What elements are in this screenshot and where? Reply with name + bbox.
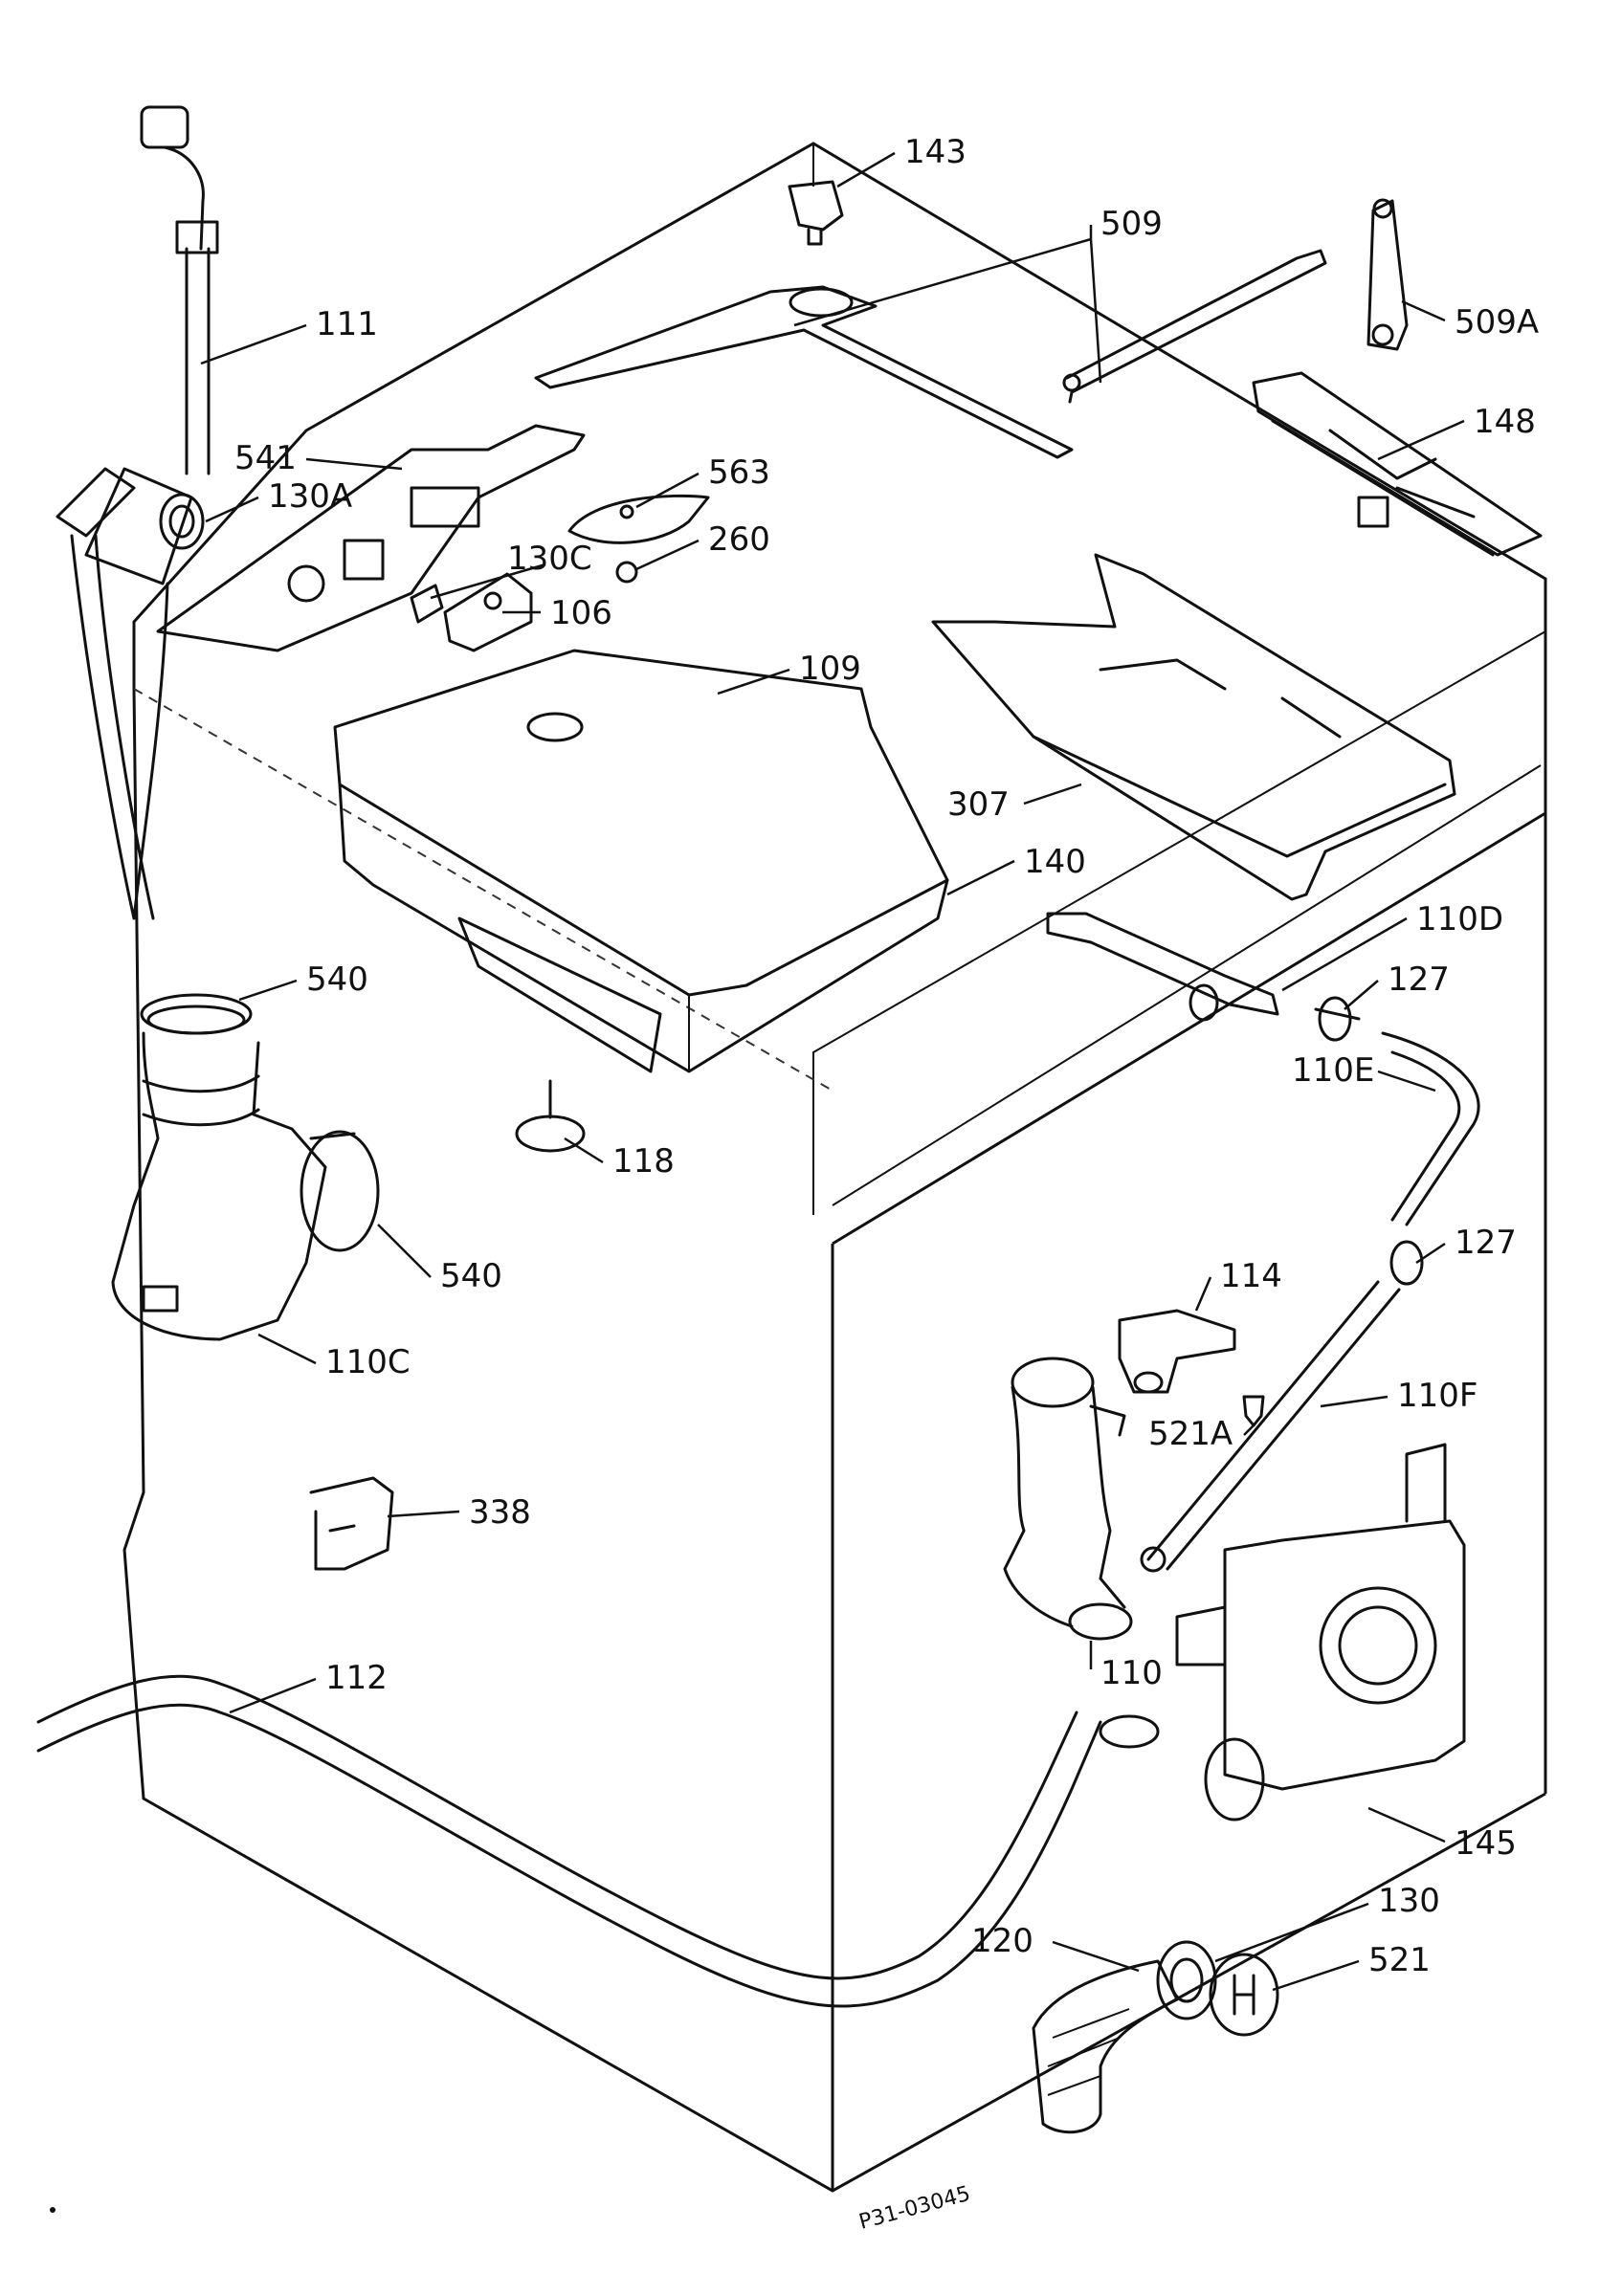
part-120-filter xyxy=(1032,1959,1179,2134)
callout-110: 110 xyxy=(1100,1654,1163,1692)
part-509a-link xyxy=(1366,198,1409,351)
part-143-knob xyxy=(788,180,844,246)
callout-260: 260 xyxy=(708,520,770,559)
callout-labels: 143 509 509A 111 148 541 130A 563 260 13… xyxy=(234,133,1539,1979)
callout-130a: 130A xyxy=(268,477,352,516)
part-563-cam xyxy=(567,494,710,544)
part-106-micro-switch xyxy=(443,572,533,652)
callout-111: 111 xyxy=(316,305,378,343)
callout-109: 109 xyxy=(799,650,861,688)
part-110f-hose xyxy=(1140,1280,1401,1573)
part-110c-bellows xyxy=(111,1031,380,1341)
part-110e-corrugated-hose xyxy=(1381,1031,1480,1226)
callout-140: 140 xyxy=(1024,843,1086,881)
cabinet-outline xyxy=(122,142,1547,2193)
callout-110e: 110E xyxy=(1292,1051,1374,1090)
part-338-clip xyxy=(309,1476,394,1571)
callout-127-upper: 127 xyxy=(1388,960,1450,999)
callout-110d: 110D xyxy=(1416,900,1503,938)
part-130c-spring xyxy=(410,584,444,624)
callout-110f: 110F xyxy=(1397,1377,1478,1415)
callout-127-lower: 127 xyxy=(1455,1224,1517,1262)
callout-148: 148 xyxy=(1474,403,1536,441)
part-307-dispenser-drawer xyxy=(931,553,1456,901)
callout-540-clamp: 540 xyxy=(306,960,368,999)
callout-118: 118 xyxy=(612,1142,675,1181)
part-130-seal xyxy=(1156,1940,1217,2020)
part-509-rod xyxy=(1062,249,1327,404)
callout-307: 307 xyxy=(947,785,1010,824)
part-521-cap xyxy=(1209,1953,1279,2037)
callout-338: 338 xyxy=(469,1493,531,1532)
part-110-sump-hose xyxy=(1003,1357,1133,1641)
part-118-gear xyxy=(515,1079,586,1153)
callout-110c: 110C xyxy=(325,1343,411,1381)
corner-dot xyxy=(50,2207,56,2213)
part-130a-seal-ring xyxy=(159,493,205,550)
callout-521: 521 xyxy=(1368,1941,1431,1979)
part-540-clamp-ring xyxy=(140,993,253,1035)
callout-106: 106 xyxy=(550,594,612,632)
callout-563: 563 xyxy=(708,453,770,492)
callout-130c: 130C xyxy=(507,540,592,578)
part-509-lever-arm xyxy=(534,285,1074,459)
part-111-inlet-hose xyxy=(140,105,219,475)
part-109-dispenser-lid xyxy=(333,649,949,1073)
leader-lines xyxy=(200,151,1465,1992)
part-127-clamp-lower xyxy=(1389,1240,1424,1286)
callout-540-bellows: 540 xyxy=(440,1257,502,1295)
part-541-valve-bracket xyxy=(56,424,586,920)
part-127-clamp-upper xyxy=(1314,996,1361,1042)
callout-120: 120 xyxy=(971,1922,1033,1960)
callout-521a: 521A xyxy=(1148,1415,1233,1453)
part-114-bracket xyxy=(1118,1309,1236,1394)
callout-112: 112 xyxy=(325,1659,388,1697)
part-260-spring xyxy=(615,561,638,584)
callout-130: 130 xyxy=(1378,1882,1440,1920)
callout-145: 145 xyxy=(1455,1824,1517,1863)
callout-509a: 509A xyxy=(1455,303,1539,342)
part-148-dispenser-cover xyxy=(1252,371,1543,557)
part-112-drain-hose xyxy=(36,1674,1160,2008)
part-110d-inlet-pipe xyxy=(1046,912,1279,1022)
callout-114: 114 xyxy=(1220,1257,1282,1295)
part-521a-screw xyxy=(1242,1395,1265,1427)
drawing-code: P31-03045 xyxy=(856,2182,973,2235)
callout-509: 509 xyxy=(1100,205,1163,243)
part-145-pump xyxy=(1175,1443,1466,1821)
callout-541: 541 xyxy=(234,439,297,477)
callout-143: 143 xyxy=(904,133,967,171)
